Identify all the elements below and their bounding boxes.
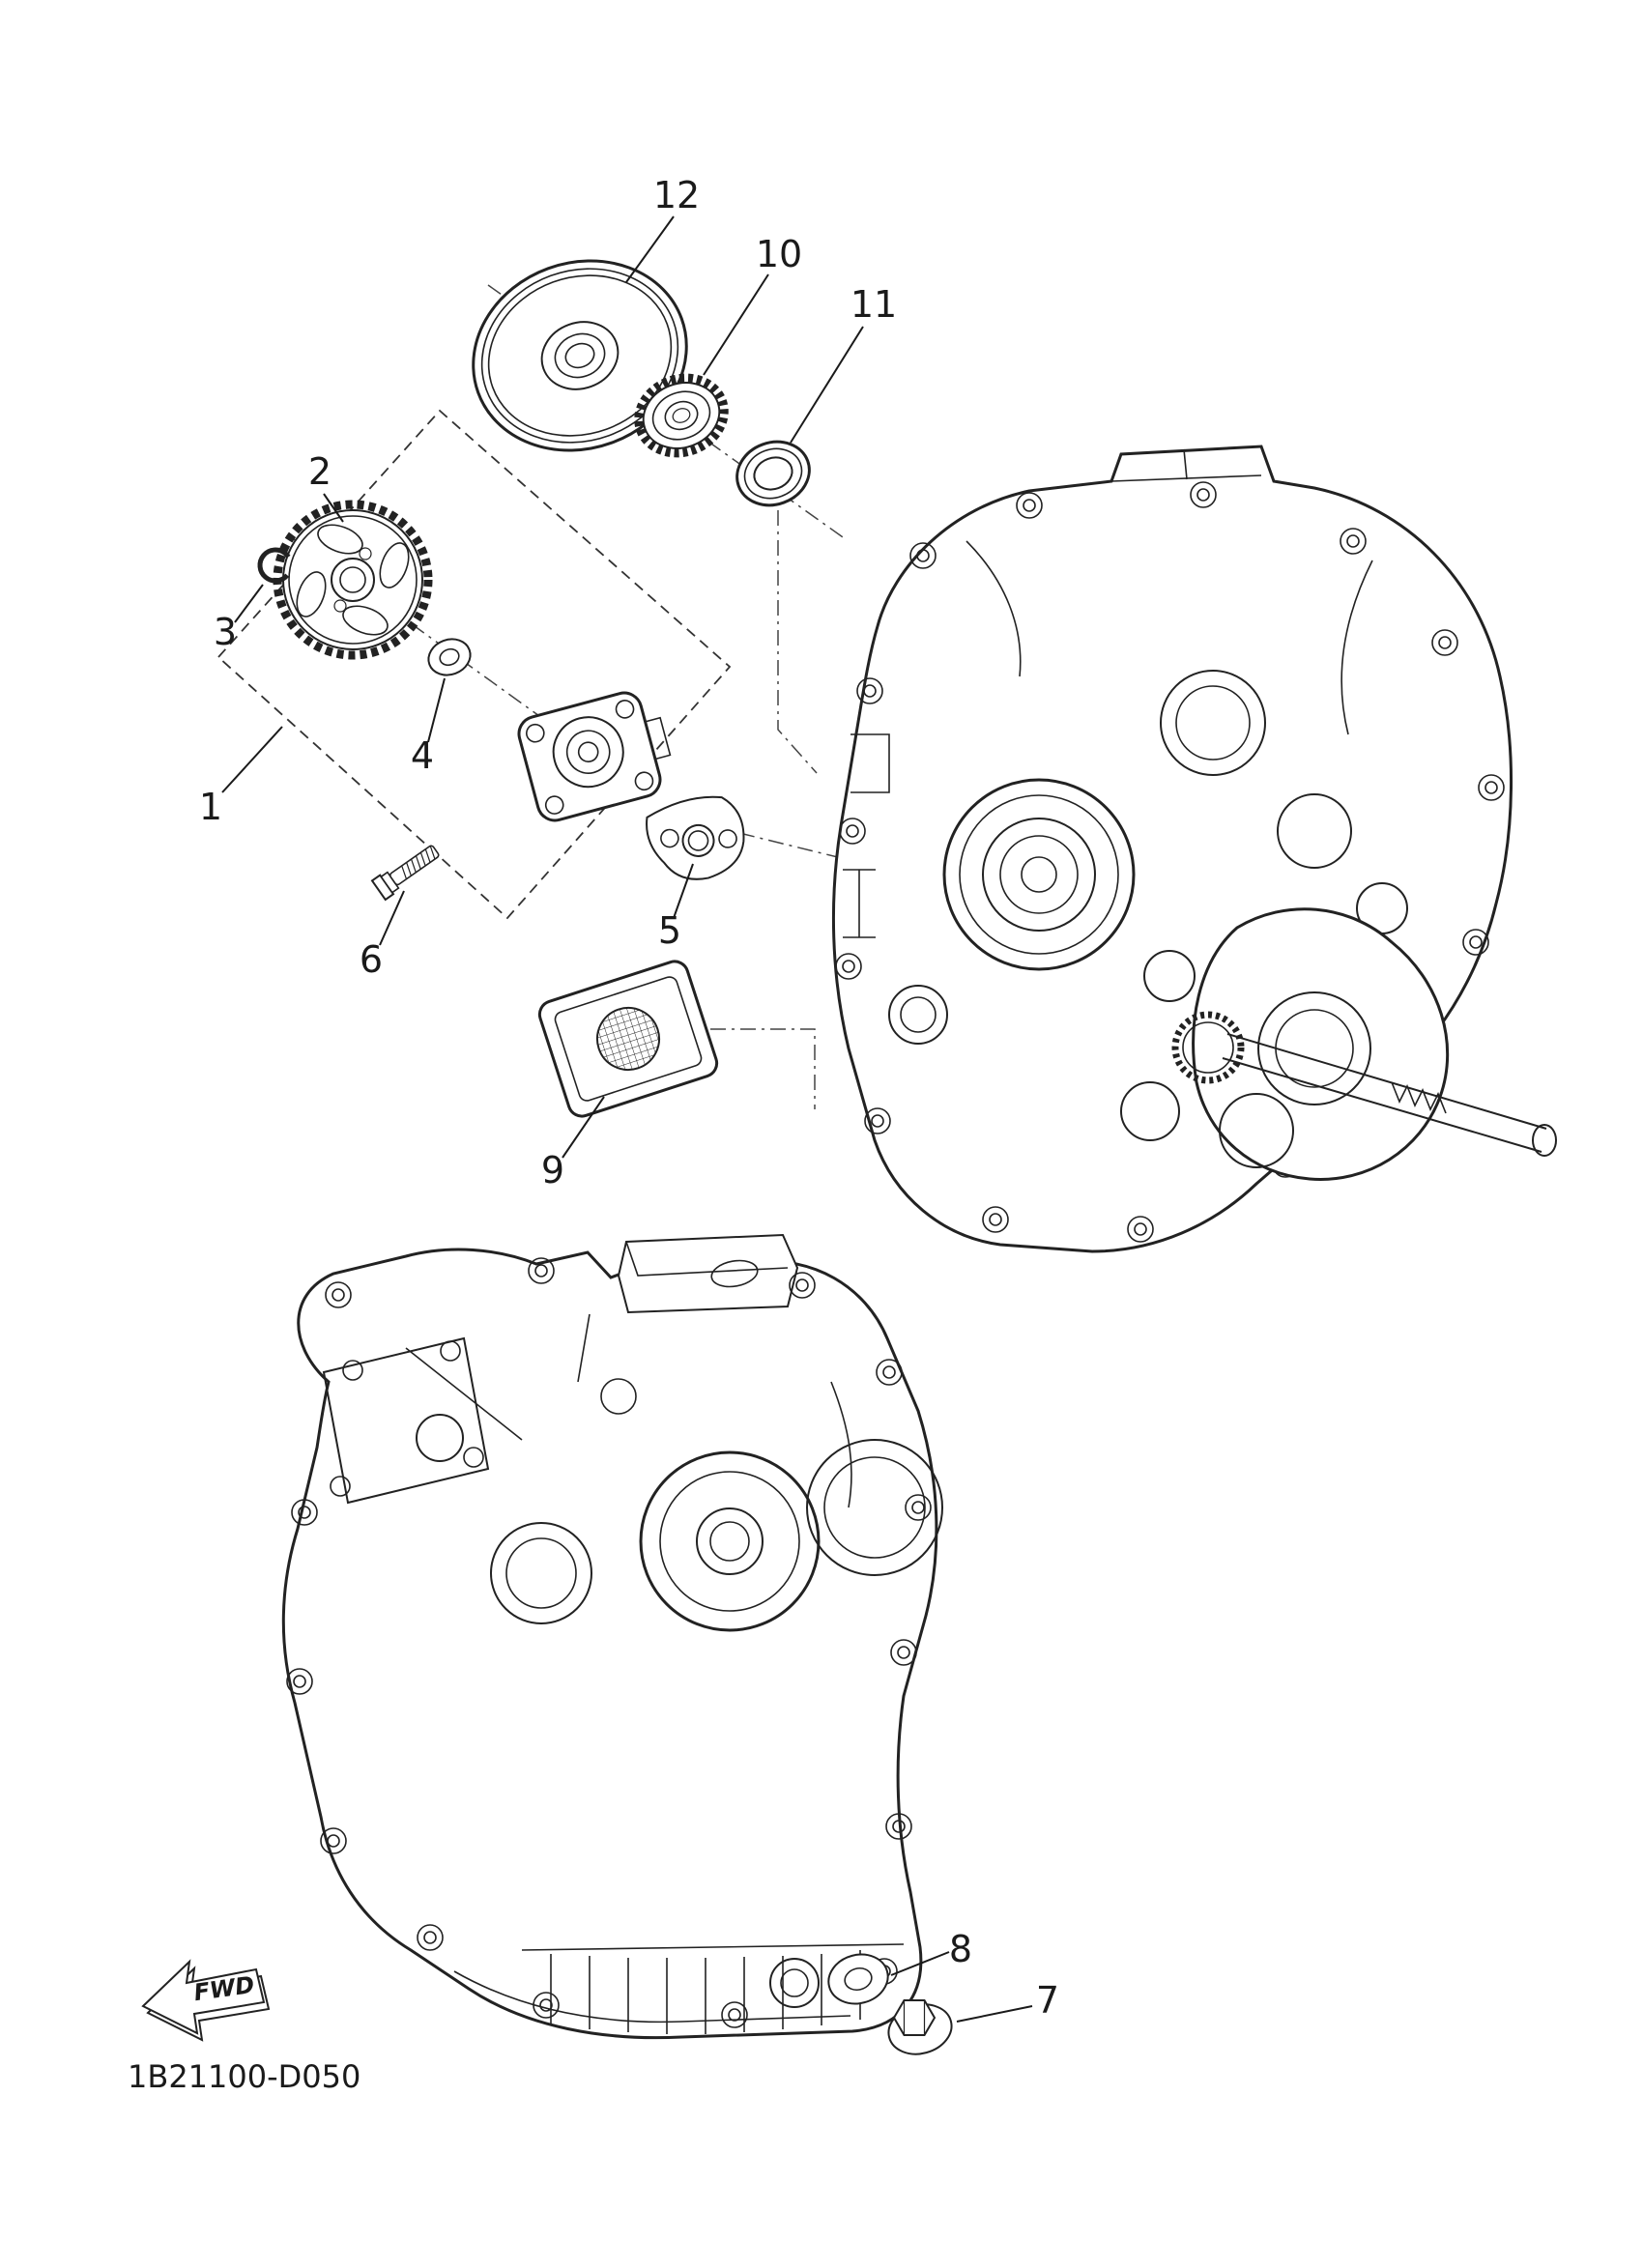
- crankcase-lower: [281, 1233, 943, 2040]
- part-driven-sprocket: [273, 500, 433, 660]
- callout-label-9: 9: [541, 1149, 564, 1191]
- part-bolt-6: [370, 845, 440, 902]
- part-oil-pump-body: [517, 691, 672, 822]
- part-pump-gear: [634, 373, 729, 458]
- callout-label-5: 5: [658, 909, 681, 952]
- part-gasket: [646, 795, 745, 880]
- part-drain-bolt: [887, 1999, 953, 2055]
- part-washer-11: [735, 440, 811, 507]
- callout-label-6: 6: [360, 938, 383, 981]
- callout-label-7: 7: [1036, 1979, 1059, 2022]
- leader-lines: [221, 215, 1033, 2023]
- callout-label-8: 8: [949, 1928, 972, 1970]
- part-washer-4: [427, 638, 472, 676]
- oil-pump-assembly-mounted: [1143, 907, 1557, 1181]
- diagram-code: 1B21100-D050: [128, 2058, 360, 2095]
- bolt-holes-lower: [286, 1257, 932, 2028]
- callout-label-11: 11: [850, 283, 897, 326]
- callout-label-2: 2: [308, 450, 331, 493]
- part-drive-disc: [472, 259, 688, 452]
- part-strainer-screen: [537, 960, 719, 1118]
- group-box-part-1: [216, 409, 732, 920]
- callout-label-10: 10: [756, 233, 802, 275]
- part-washer-8: [827, 1953, 889, 2005]
- callout-label-1: 1: [199, 786, 222, 828]
- callout-labels: 1 2 3 4 5 6 7 8 9 10 11 12: [199, 174, 1059, 2022]
- fwd-arrow: FWD: [141, 1959, 271, 2042]
- callout-label-12: 12: [653, 174, 700, 216]
- callout-label-3: 3: [214, 611, 237, 653]
- callout-label-4: 4: [411, 734, 434, 777]
- part-circlip: [257, 547, 294, 584]
- bearing-bore: [942, 778, 1136, 971]
